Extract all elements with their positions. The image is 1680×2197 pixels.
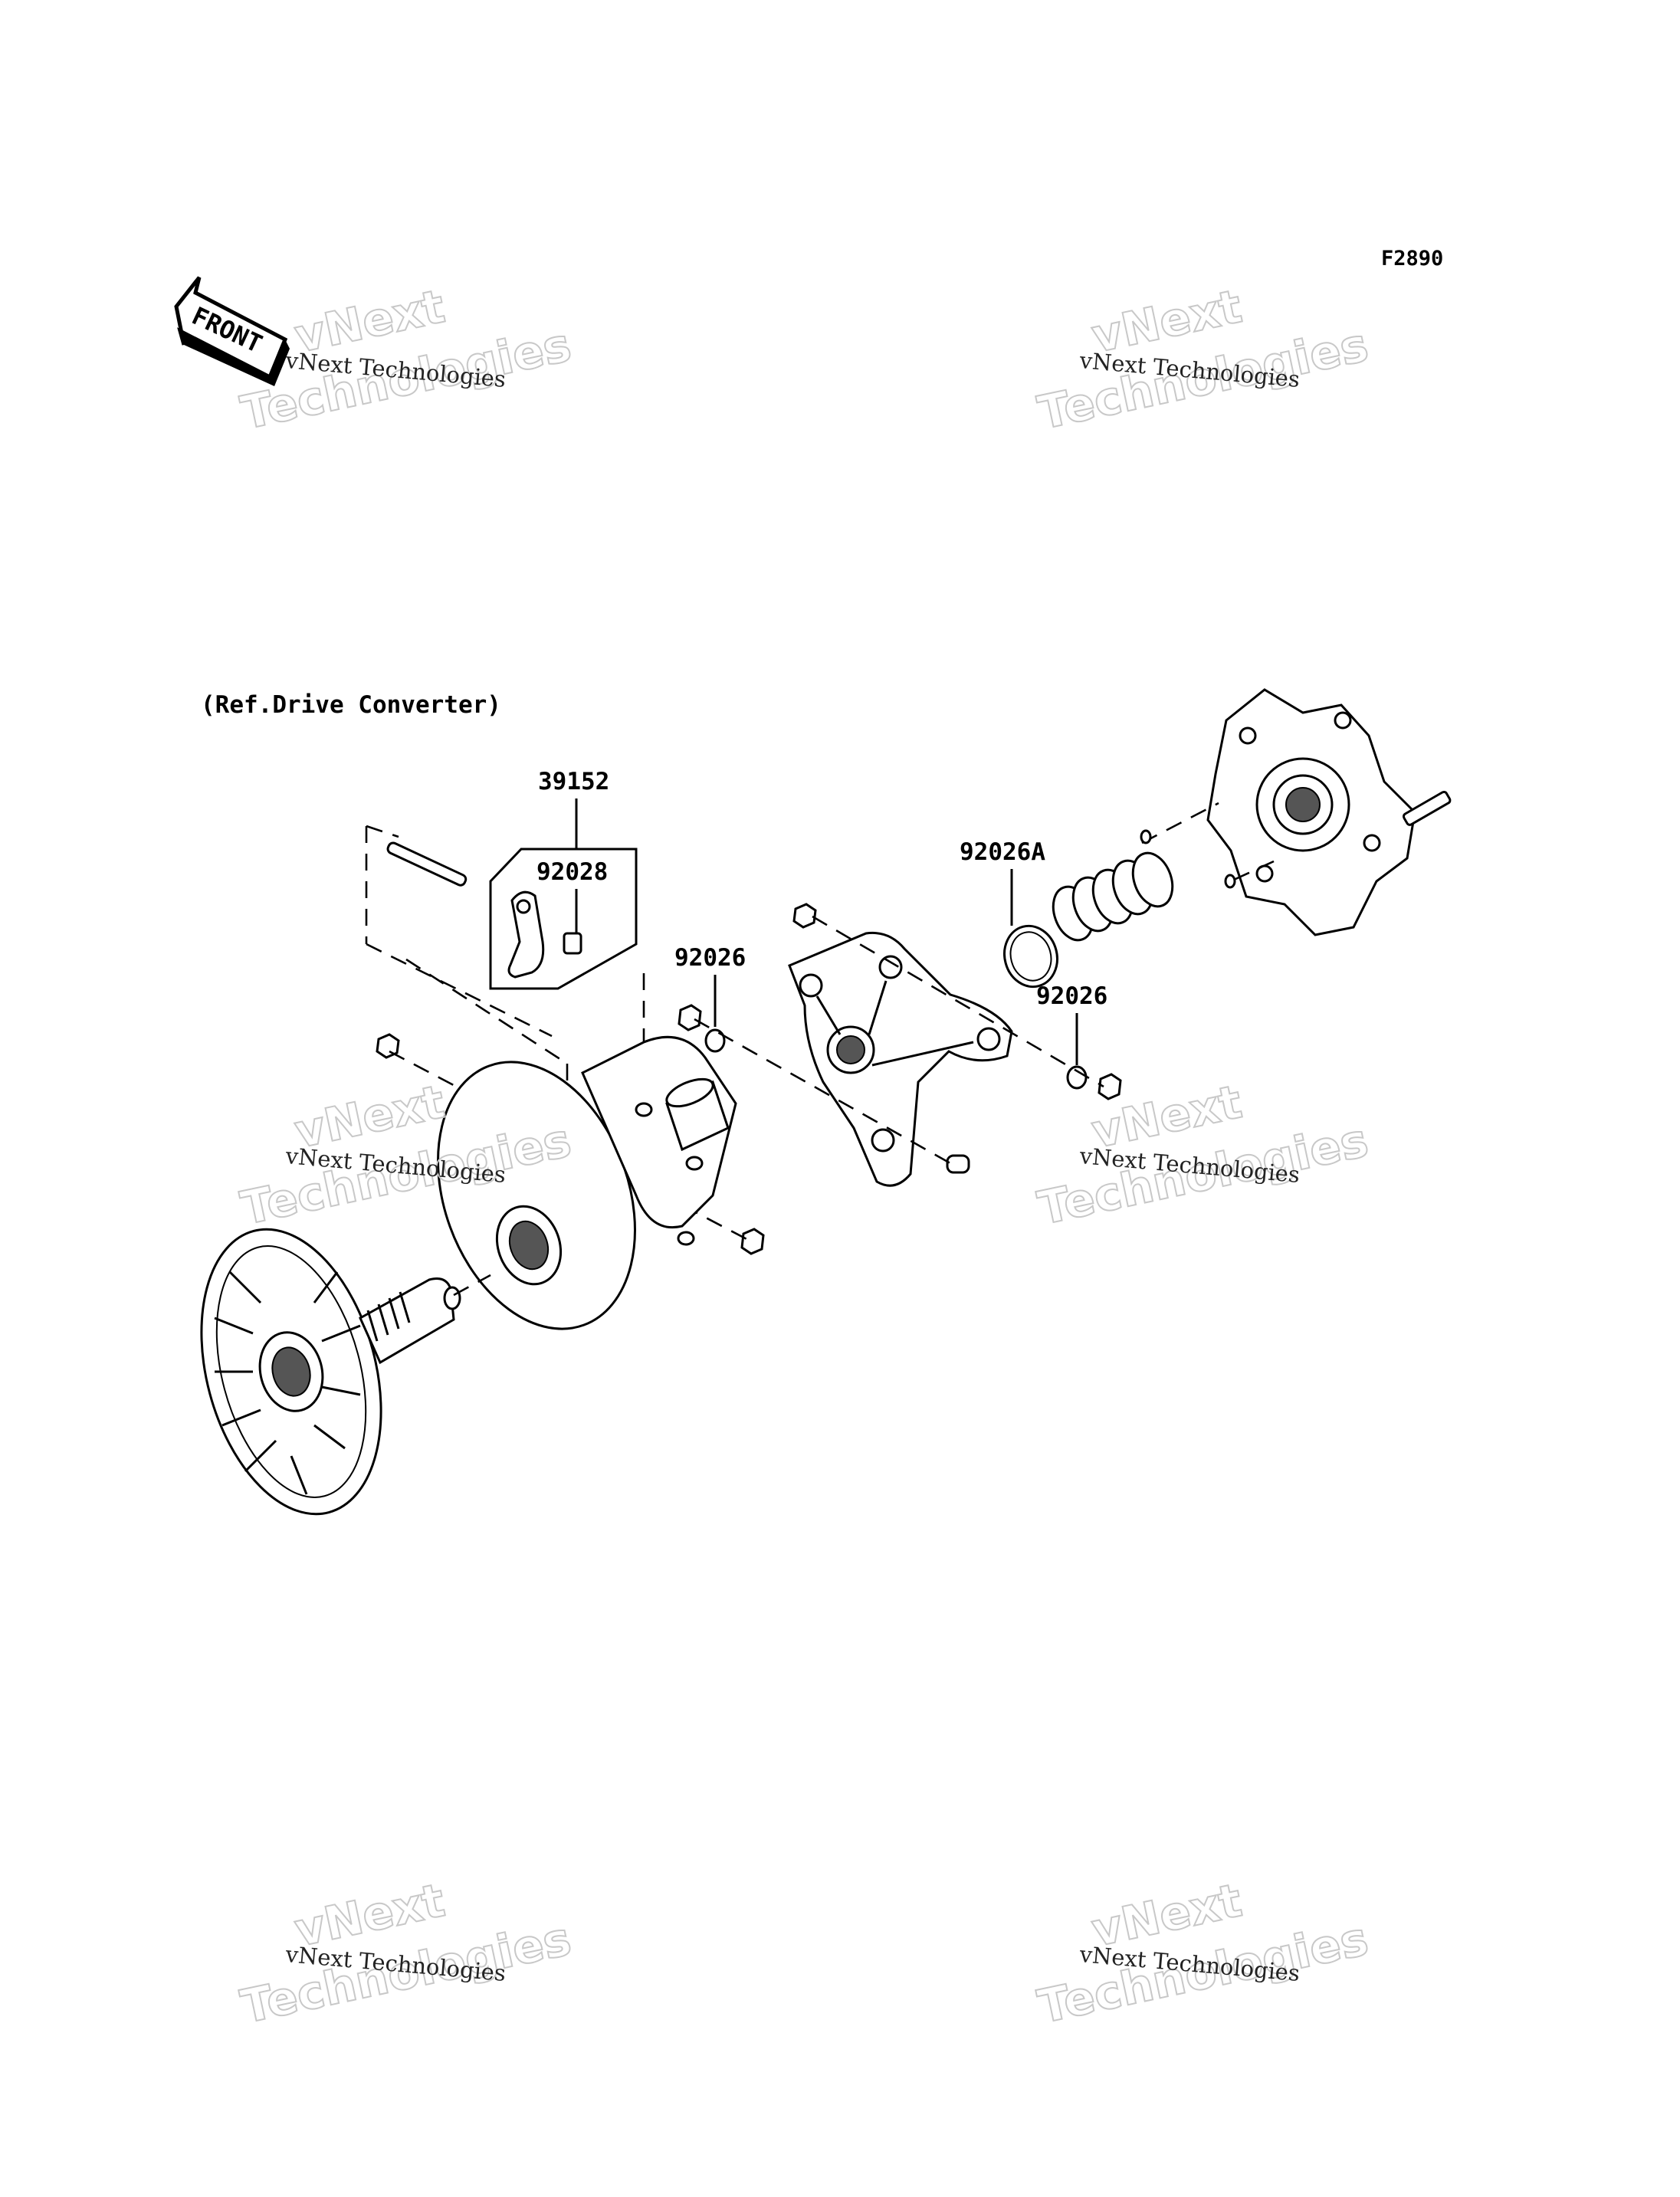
part-label-92026-left: 92026 [674, 944, 746, 972]
weight-pin [365, 825, 645, 1103]
part-label-92028: 92028 [536, 858, 608, 886]
watermark-bottom-right: vNext Technologies vNext Technologies [1033, 1873, 1374, 2035]
part-label-92026-right: 92026 [1036, 982, 1107, 1010]
figure-code: F2890 [1381, 247, 1443, 271]
weight-kit-bracket [489, 848, 638, 990]
fixed-sheave [200, 1228, 491, 1516]
watermark-top-left: vNext Technologies vNext Technologies [236, 279, 577, 441]
part-label-39152: 39152 [538, 768, 609, 795]
spider [788, 931, 1013, 1187]
watermark-mid-right: vNext Technologies vNext Technologies [1033, 1074, 1374, 1237]
spring [1052, 851, 1174, 942]
part-label-92026A: 92026A [960, 838, 1045, 866]
watermark-top-right: vNext Technologies vNext Technologies [1033, 279, 1374, 441]
reference-note: (Ref.Drive Converter) [201, 691, 501, 719]
bushing [665, 1077, 730, 1152]
watermark-bottom-left: vNext Technologies vNext Technologies [236, 1873, 577, 2035]
ring-92026a [1003, 924, 1058, 989]
cover-plate [1140, 688, 1452, 936]
front-arrow-icon: FRONT [174, 276, 290, 386]
